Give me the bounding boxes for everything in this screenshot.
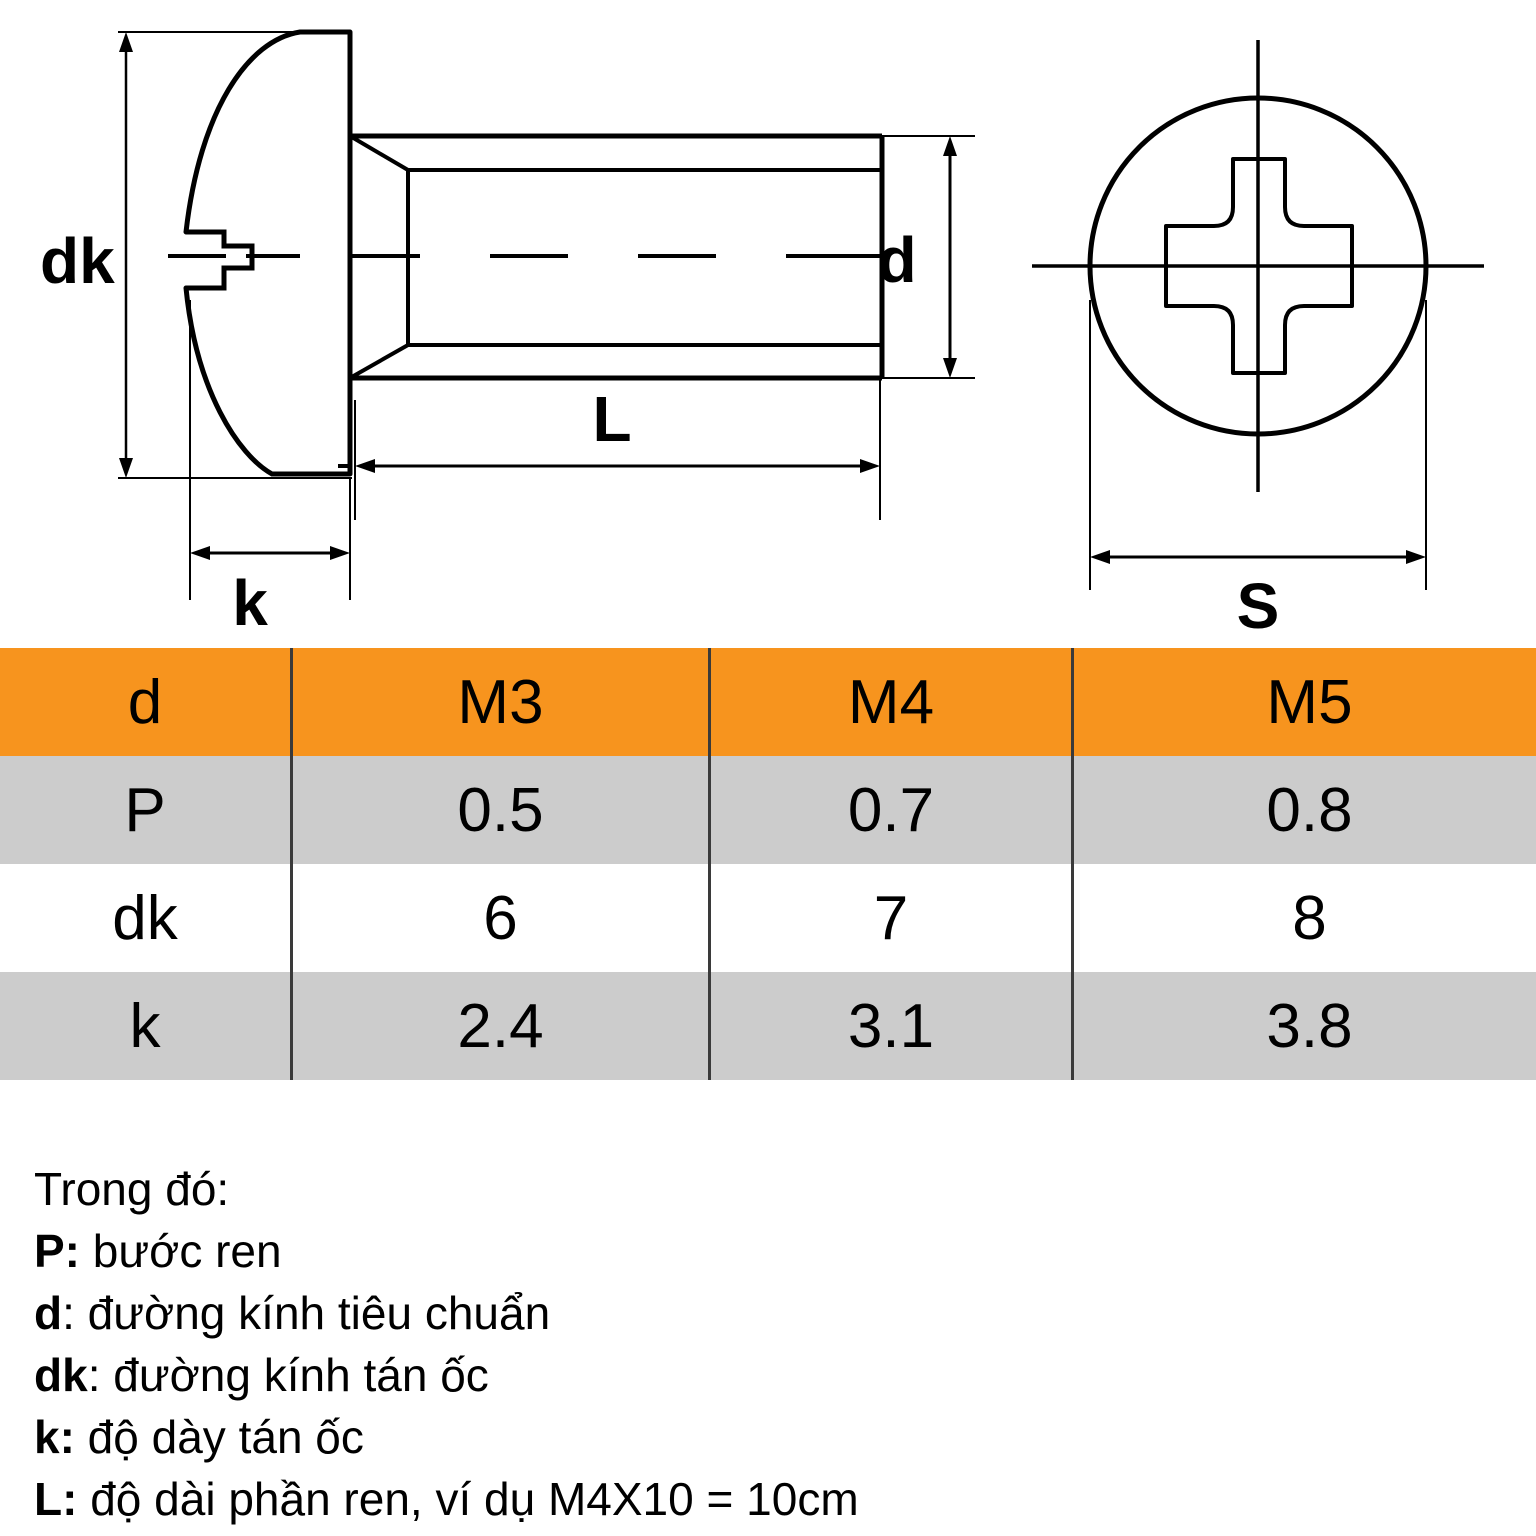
table-cell-value: 3.1 — [708, 972, 1073, 1080]
phillips-cross-recess — [1164, 157, 1354, 375]
arrowhead-S-left — [1090, 550, 1110, 564]
table-cell-value: 8 — [1071, 864, 1536, 972]
dimension-label-k: k — [232, 567, 268, 639]
legend-item-dk: dk: đường kính tán ốc — [34, 1344, 1514, 1406]
legend-text-dk: : đường kính tán ốc — [87, 1349, 489, 1401]
table-cell-value: 2.4 — [290, 972, 710, 1080]
arrowhead-S-right — [1406, 550, 1426, 564]
legend-item-d: d: đường kính tiêu chuẩn — [34, 1282, 1514, 1344]
arrowhead-k-right — [330, 546, 350, 560]
top-view-group: S — [1032, 40, 1484, 642]
table-cell-value: M5 — [1071, 648, 1536, 756]
legend-symbol-d: d — [34, 1287, 63, 1339]
table-cell-value: 0.7 — [708, 756, 1073, 864]
arrowhead-dk-top — [119, 32, 133, 52]
table-cell-row-label: d — [0, 648, 292, 756]
dimension-label-S: S — [1237, 570, 1280, 642]
table-cell-value: 3.8 — [1071, 972, 1536, 1080]
screw-drawing-svg: dk k — [40, 29, 1484, 642]
table-cell-value: 0.8 — [1071, 756, 1536, 864]
table-cell-row-label: P — [0, 756, 292, 864]
legend-item-P: P: bước ren — [34, 1220, 1514, 1282]
technical-drawing: dk k — [0, 0, 1536, 648]
table-row: P 0.5 0.7 0.8 — [0, 756, 1536, 864]
table-cell-value: M4 — [708, 648, 1073, 756]
legend-symbol-k: k: — [34, 1411, 75, 1463]
dimension-label-d: d — [877, 224, 916, 296]
table-cell-row-label: k — [0, 972, 292, 1080]
arrowhead-d-bottom — [943, 358, 957, 378]
legend-text-L: độ dài phần ren, ví dụ M4X10 = 10cm — [77, 1473, 859, 1525]
dimension-label-L: L — [592, 383, 631, 455]
arrowhead-k-left — [190, 546, 210, 560]
table-row: k 2.4 3.1 3.8 — [0, 972, 1536, 1080]
head-dome-lower-curve — [183, 285, 353, 477]
legend-text-k: độ dày tán ốc — [74, 1411, 364, 1463]
legend-symbol-P: P: — [34, 1225, 80, 1277]
legend-text-d: : đường kính tiêu chuẩn — [62, 1287, 551, 1339]
side-view-group: dk k — [40, 29, 975, 639]
dimension-label-dk: dk — [40, 225, 115, 297]
legend-item-k: k: độ dày tán ốc — [34, 1406, 1514, 1468]
legend-symbol-dk: dk — [34, 1349, 88, 1401]
shaft-chamfer-top — [348, 134, 410, 172]
head-cross-recess-profile — [186, 229, 255, 291]
legend-item-L: L: độ dài phần ren, ví dụ M4X10 = 10cm — [34, 1468, 1514, 1530]
table-row: dk 6 7 8 — [0, 864, 1536, 972]
legend-notes: Trong đó: P: bước ren d: đường kính tiêu… — [34, 1158, 1514, 1530]
table-cell-value: 6 — [290, 864, 710, 972]
shaft-chamfer-bottom — [349, 343, 409, 380]
table-cell-row-label: dk — [0, 864, 292, 972]
arrowhead-L-left — [355, 459, 375, 473]
legend-text-P: bước ren — [80, 1225, 282, 1277]
arrowhead-L-right — [860, 459, 880, 473]
arrowhead-d-top — [943, 136, 957, 156]
head-dome-upper-curve — [183, 29, 353, 235]
table-cell-value: 0.5 — [290, 756, 710, 864]
specification-table: d M3 M4 M5 P 0.5 0.7 0.8 dk 6 7 8 k 2.4 … — [0, 648, 1536, 1080]
legend-symbol-L: L: — [34, 1473, 78, 1525]
arrowhead-dk-bottom — [119, 458, 133, 478]
legend-intro: Trong đó: — [34, 1163, 230, 1215]
table-cell-value: 7 — [708, 864, 1073, 972]
table-row: d M3 M4 M5 — [0, 648, 1536, 756]
table-cell-value: M3 — [290, 648, 710, 756]
